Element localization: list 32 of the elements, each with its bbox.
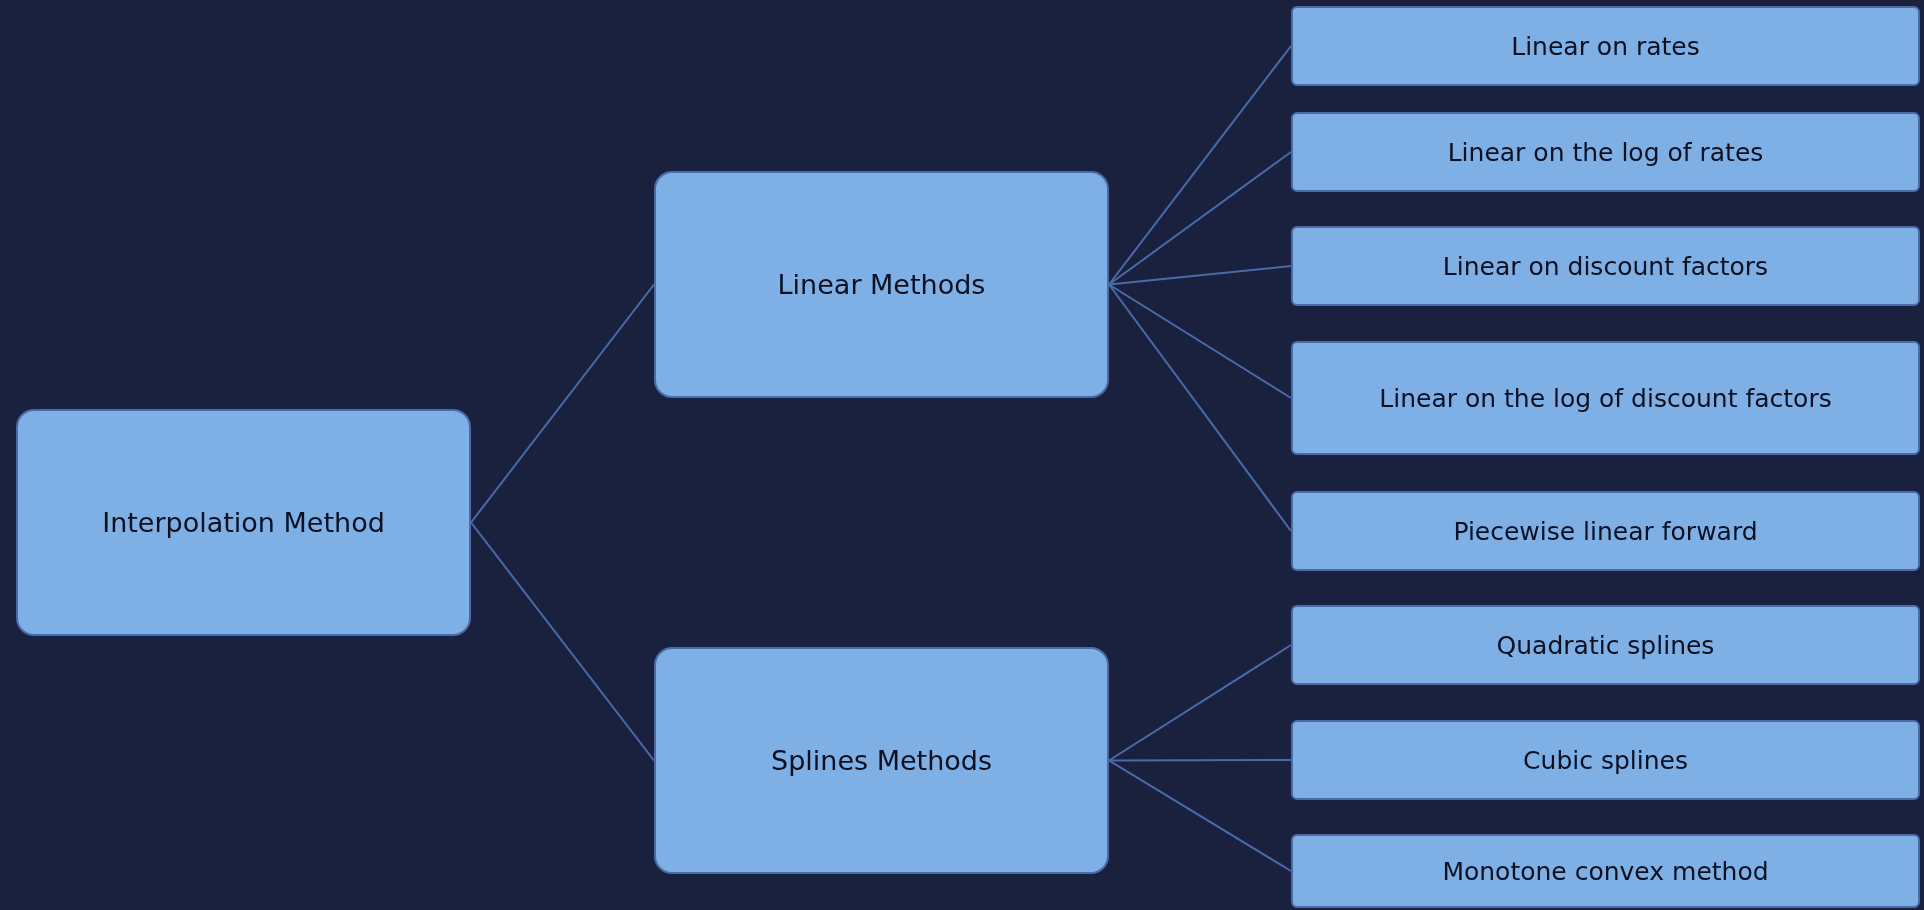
connector-line xyxy=(470,521,655,762)
connector-line xyxy=(1108,283,1292,532)
box-label: Interpolation Method xyxy=(102,507,385,538)
connector-line xyxy=(1108,151,1292,286)
process-box xyxy=(654,647,1109,874)
process-box xyxy=(16,409,471,636)
box-label: Linear Methods xyxy=(777,269,986,300)
connector-line xyxy=(1108,45,1292,286)
connector-line xyxy=(1108,759,1292,872)
connector-line xyxy=(1108,265,1292,286)
box-label: Splines Methods xyxy=(771,745,992,776)
connector-line xyxy=(1108,644,1292,762)
box-label: Monotone convex method xyxy=(1442,856,1769,886)
box-label: Linear on the log of discount factors xyxy=(1379,383,1832,413)
process-box xyxy=(654,171,1109,398)
connector-line xyxy=(1108,283,1292,399)
connector-line xyxy=(470,283,655,524)
process-box xyxy=(1291,6,1920,86)
process-box xyxy=(1291,605,1920,685)
box-label: Piecewise linear forward xyxy=(1453,516,1758,546)
box-label: Linear on rates xyxy=(1511,31,1700,61)
process-box xyxy=(1291,720,1920,800)
box-label: Linear on discount factors xyxy=(1442,251,1769,281)
process-box xyxy=(1291,226,1920,306)
process-box xyxy=(1291,491,1920,571)
process-box xyxy=(1291,341,1920,455)
process-box xyxy=(1291,834,1920,908)
box-label: Quadratic splines xyxy=(1496,630,1715,660)
box-label: Cubic splines xyxy=(1523,745,1688,775)
connector-line xyxy=(1108,759,1292,762)
box-label: Linear on the log of rates xyxy=(1447,137,1764,167)
process-box xyxy=(1291,112,1920,192)
